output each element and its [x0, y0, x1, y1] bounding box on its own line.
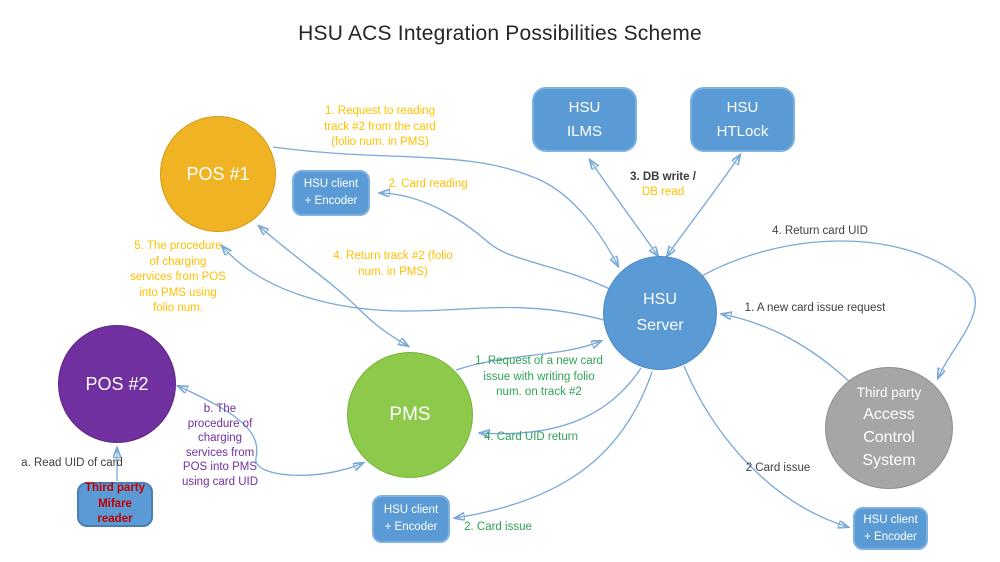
edge-pos2-pms-bidirectional	[178, 386, 363, 476]
label-card-reading: 2. Card reading	[388, 178, 468, 190]
label-card-issue-acs: 2 Card issue	[745, 462, 811, 474]
node-acs-label-main: Access Control System	[862, 406, 916, 470]
label-procedure-charging-card-uid: b. The procedure of charging services fr…	[181, 403, 259, 488]
node-pos1: POS #1	[160, 116, 276, 232]
node-hsu-client-encoder-pms: HSU client + Encoder	[372, 495, 450, 543]
node-hsu-client-encoder-pms-label: HSU client + Encoder	[383, 504, 439, 533]
edge-server-to-client-pos1	[380, 193, 613, 291]
diagram-title: HSU ACS Integration Possibilities Scheme	[298, 22, 702, 45]
label-db-write: 3. DB write /	[630, 171, 696, 183]
edge-server-to-client-acs	[683, 365, 848, 527]
node-hsu-server: HSU Server	[603, 256, 717, 370]
label-procedure-charging-folio: 5. The procedure of charging services fr…	[130, 240, 226, 314]
edge-acs-to-server-request	[722, 314, 853, 385]
node-hsu-client-encoder-acs-label: HSU client + Encoder	[863, 513, 918, 543]
edge-pos1-pms-bidirectional	[259, 226, 408, 346]
node-pos2: POS #2	[58, 325, 176, 443]
node-pos1-label: POS #1	[186, 163, 250, 184]
edge-server-to-client-pms	[455, 371, 653, 518]
node-hsu-client-encoder-acs: HSU client + Encoder	[853, 507, 928, 550]
label-return-track2: 4. Return track #2 (folio num. in PMS)	[333, 250, 453, 278]
label-return-card-uid: 4. Return card UID	[772, 225, 868, 237]
edge-server-ilms-bidirectional	[590, 160, 658, 256]
label-card-uid-return: 4. Card UID return	[484, 431, 578, 443]
label-new-card-issue-request: 1. A new card issue request	[744, 302, 886, 314]
node-acs-label-top: Third party	[856, 385, 922, 401]
node-hsu-ilms: HSU ILMS	[532, 87, 637, 152]
edge-pms-to-server-request	[455, 341, 601, 371]
node-hsu-server-label: HSU Server	[636, 291, 684, 334]
node-hsu-htlock: HSU HTLock	[690, 87, 795, 152]
node-third-party-mifare-reader: Third party Mifare reader	[77, 482, 153, 527]
label-request-new-card-issue: 1. Request of a new card issue with writ…	[475, 355, 603, 398]
node-pms: PMS	[347, 352, 473, 478]
label-card-issue-pms: 2. Card issue	[464, 521, 532, 533]
label-request-to-reading-track2: 1. Request to reading track #2 from the …	[324, 105, 436, 148]
node-pms-label: PMS	[389, 404, 431, 425]
edge-server-htlock-bidirectional	[667, 155, 740, 256]
node-access-control-system: Third party Access Control System	[825, 367, 953, 489]
edge-server-to-acs-return-uid	[699, 240, 977, 378]
node-pos2-label: POS #2	[85, 373, 149, 394]
edge-server-to-pms-uid-return	[480, 367, 642, 434]
node-hsu-htlock-label: HSU HTLock	[716, 99, 769, 140]
node-hsu-client-encoder-pos1: HSU client + Encoder	[292, 170, 370, 216]
label-db-read: DB read	[641, 186, 685, 198]
node-hsu-ilms-label: HSU ILMS	[566, 99, 602, 140]
node-mifare-label: Third party Mifare reader	[84, 482, 146, 526]
label-read-uid-of-card: a. Read UID of card	[21, 457, 123, 469]
node-hsu-client-encoder-pos1-label: HSU client + Encoder	[303, 178, 359, 207]
